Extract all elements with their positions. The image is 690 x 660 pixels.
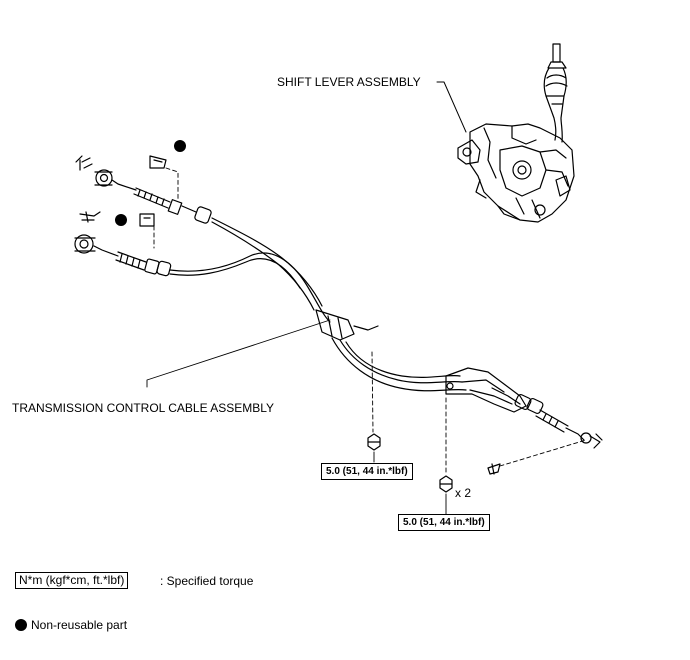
shift-lever-label: SHIFT LEVER ASSEMBLY <box>277 75 421 89</box>
cable-clips <box>75 155 501 475</box>
shift-lever-assembly <box>436 43 575 223</box>
lower-cable <box>74 234 331 323</box>
multiplier-label: x 2 <box>455 486 472 500</box>
legend-nonreusable-desc: Non-reusable part <box>31 618 128 632</box>
transmission-cable-label: TRANSMISSION CONTROL CABLE ASSEMBLY <box>12 401 275 415</box>
torque-spec-2: 5.0 (51, 44 in.*lbf) <box>398 514 490 531</box>
legend-torque-desc: : Specified torque <box>160 574 254 588</box>
torque-spec-1: 5.0 (51, 44 in.*lbf) <box>321 463 413 480</box>
nonreusable-marker-icon <box>115 214 127 226</box>
cable-bracket <box>315 309 467 392</box>
upper-cable <box>94 169 323 311</box>
nonreusable-marker-icon <box>174 140 186 152</box>
legend-torque-unit: N*m (kgf*cm, ft.*lbf) <box>15 572 129 589</box>
transmission-end <box>445 367 603 449</box>
leader-lines <box>146 167 587 515</box>
nuts <box>367 433 453 493</box>
legend-nonreusable-icon <box>15 619 27 631</box>
